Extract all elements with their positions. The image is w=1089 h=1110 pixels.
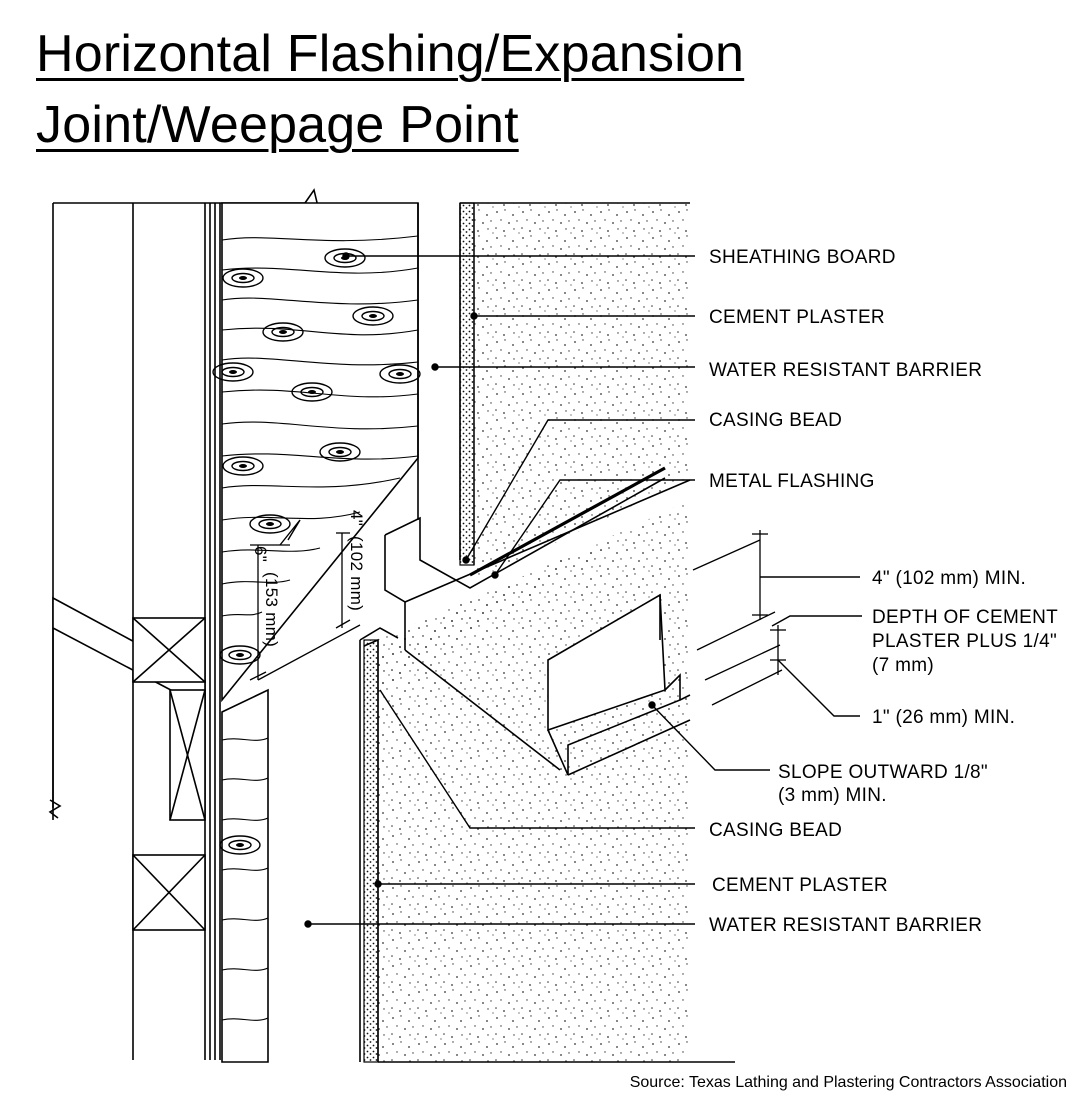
label-sheathing-board: SHEATHING BOARD: [709, 247, 896, 268]
label-metal-flashing: METAL FLASHING: [709, 471, 875, 492]
label-dim-1in: 1" (26 mm) MIN.: [872, 707, 1015, 728]
label-wrb-bottom: WATER RESISTANT BARRIER: [709, 915, 982, 936]
label-depth-line-2: PLASTER PLUS 1/4": [872, 631, 1057, 652]
label-wrb-top: WATER RESISTANT BARRIER: [709, 360, 982, 381]
label-depth-line-1: DEPTH OF CEMENT: [872, 607, 1058, 628]
label-dim-153mm: (153 mm): [262, 572, 281, 647]
label-casing-bead-bottom: CASING BEAD: [709, 820, 842, 841]
dimension-lines: [249, 530, 786, 706]
label-cement-plaster-top: CEMENT PLASTER: [709, 307, 885, 328]
label-depth-line-3: (7 mm): [872, 655, 934, 676]
label-dim-4in: 4" (102 mm) MIN.: [872, 568, 1026, 589]
label-dim-102mm: (102 mm): [347, 536, 366, 611]
label-cement-plaster-bottom: CEMENT PLASTER: [712, 875, 888, 896]
metal-flashing-and-beads: [359, 466, 691, 1062]
label-dim-4in-rot: 4": [347, 510, 366, 526]
structural-studs: [48, 188, 329, 1060]
label-slope-line-2: (3 mm) MIN.: [778, 785, 887, 806]
lower-plaster: [363, 500, 735, 1063]
leader-lines: [279, 252, 862, 928]
label-slope-line-1: SLOPE OUTWARD 1/8": [778, 762, 988, 783]
page-title-line-1: Horizontal Flashing/Expansion: [36, 25, 745, 83]
label-dim-6in: 6": [251, 546, 270, 562]
page-title-line-2: Joint/Weepage Point: [36, 96, 519, 154]
source-credit: Source: Texas Lathing and Plastering Con…: [629, 1074, 1067, 1091]
label-casing-bead-top: CASING BEAD: [709, 410, 842, 431]
